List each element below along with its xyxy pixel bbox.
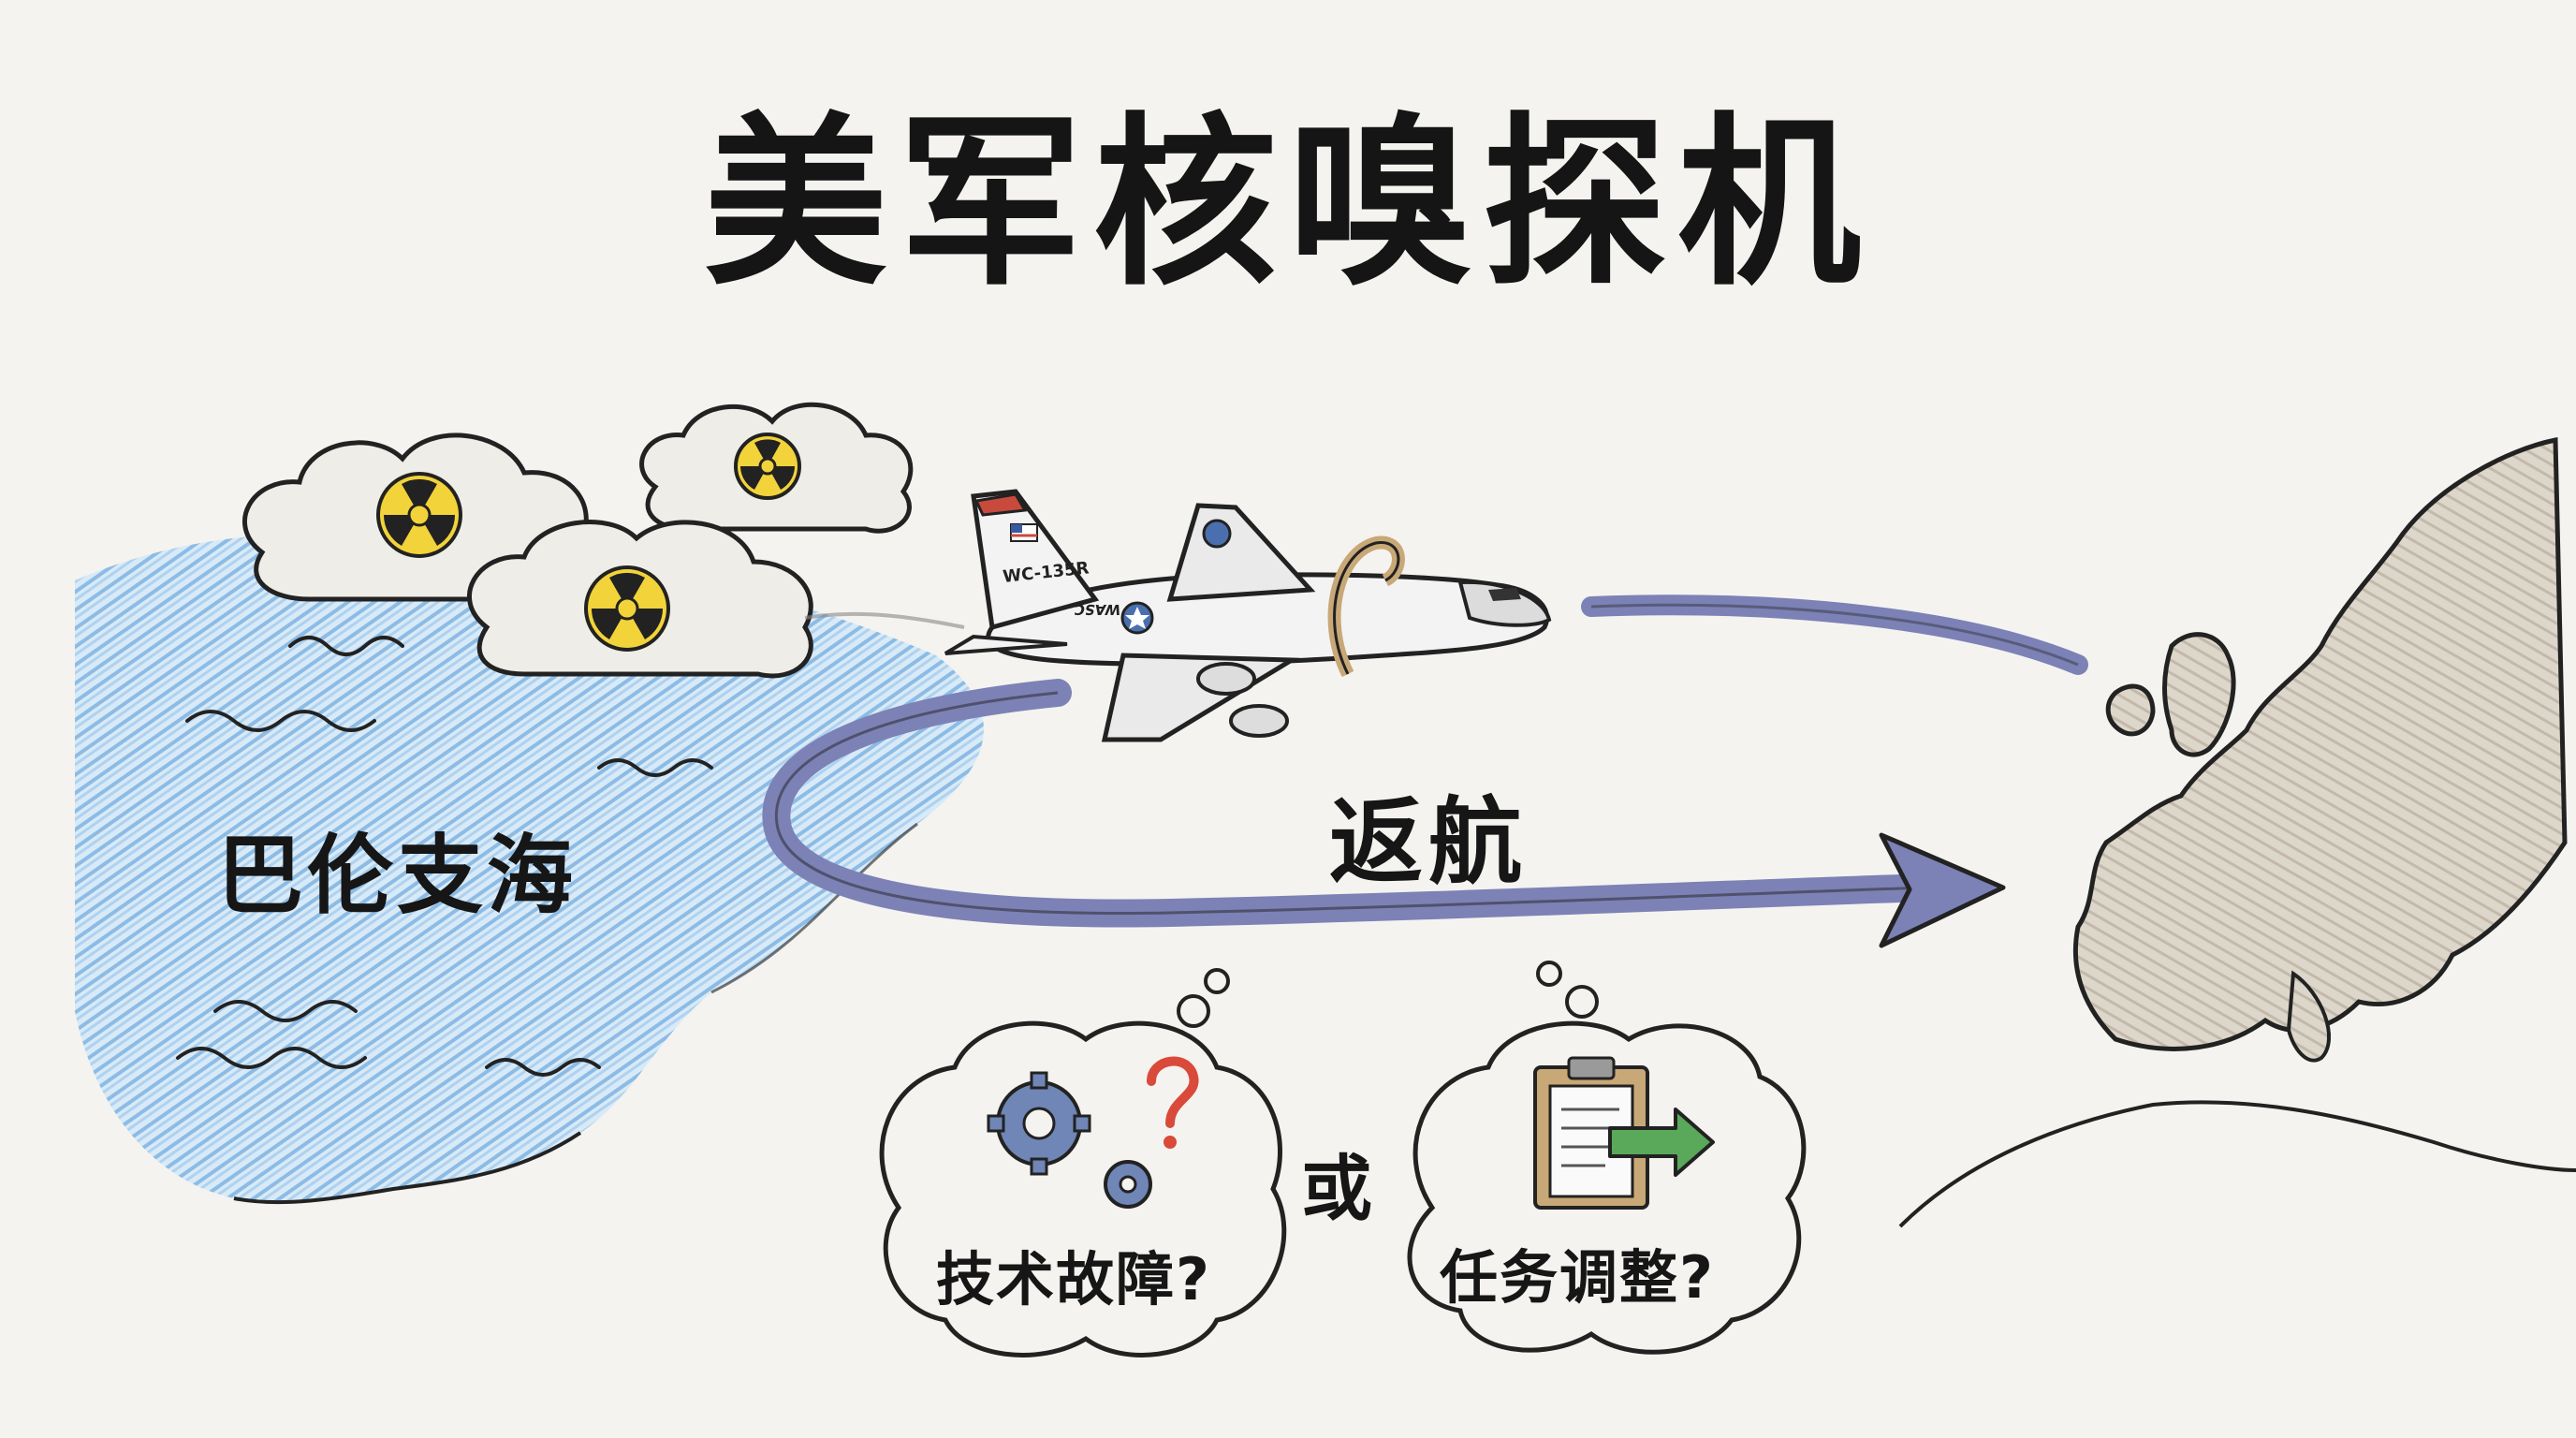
thought-bubble-technical	[879, 968, 1287, 1357]
sea-label: 巴伦支海	[217, 826, 578, 926]
page-title: 美军核嗅探机	[703, 97, 1872, 311]
waves	[176, 636, 713, 1077]
radiation-icon	[584, 565, 670, 652]
airplane-icon: WC-135R	[944, 489, 1552, 742]
barents-sea	[75, 534, 984, 1205]
aircraft-belly-marking: WASC	[1073, 601, 1122, 618]
clipboard-arrow-icon	[1533, 1056, 1715, 1210]
gears-question-icon	[987, 1056, 1199, 1209]
bubble-technical-text: 技术故障?	[936, 1245, 1211, 1313]
radiation-icon	[734, 433, 801, 500]
radiation-icon	[376, 472, 462, 558]
europe-map	[1898, 436, 2576, 1228]
route-label: 返航	[1329, 787, 1528, 897]
bubble-mission-text: 任务调整?	[1440, 1243, 1715, 1312]
return-route-arrow	[762, 594, 2088, 948]
connector-label: 或	[1301, 1147, 1372, 1230]
